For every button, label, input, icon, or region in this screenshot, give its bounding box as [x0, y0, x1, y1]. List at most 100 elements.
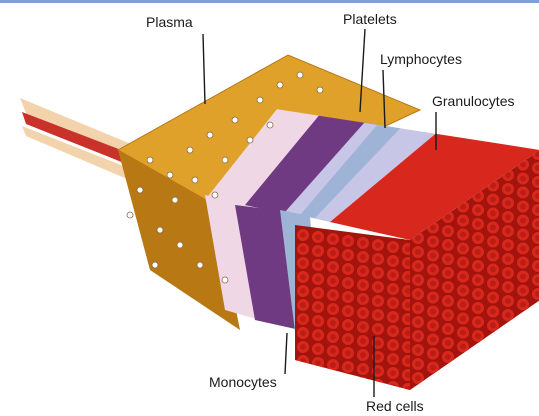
- platelet-dot: [222, 157, 228, 163]
- red-cell-center: [300, 274, 306, 280]
- granulocytes-label: Granulocytes: [432, 93, 514, 109]
- red-cell-center: [490, 239, 496, 245]
- red-cell-center: [520, 288, 526, 294]
- red-cell-center: [415, 235, 421, 241]
- red-cell-center: [430, 323, 436, 329]
- red-cell: [387, 381, 400, 394]
- monocytes-leader-line: [285, 333, 287, 374]
- red-cell-center: [415, 291, 421, 297]
- red-cell-center: [360, 240, 366, 246]
- red-cell-center: [490, 225, 496, 231]
- monocytes-label: Monocytes: [209, 374, 277, 390]
- red-cell-center: [505, 270, 511, 276]
- red-cell-center: [460, 246, 466, 252]
- red-cell-center: [430, 267, 436, 273]
- red-cell-center: [430, 239, 436, 245]
- red-cell-center: [330, 362, 336, 368]
- red-cell-center: [390, 244, 396, 250]
- red-cell-center: [345, 364, 351, 370]
- red-cell-center: [300, 246, 306, 252]
- red-cell-center: [300, 316, 306, 322]
- platelet-dot: [187, 147, 193, 153]
- red-cell-center: [430, 309, 436, 315]
- platelet-dot: [197, 262, 203, 268]
- red-cell-center: [475, 319, 481, 325]
- red-cell-center: [520, 176, 526, 182]
- red-cell-center: [460, 260, 466, 266]
- red-cell-center: [475, 305, 481, 311]
- lymphocytes-label: Lymphocytes: [380, 51, 462, 67]
- red-cell-center: [375, 382, 381, 388]
- red-cell-center: [300, 358, 306, 364]
- red-cell-center: [430, 351, 436, 357]
- red-cell-center: [300, 344, 306, 350]
- platelet-dot: [207, 132, 213, 138]
- red-cell-center: [375, 340, 381, 346]
- red-cell-center: [430, 337, 436, 343]
- platelet-dot: [172, 197, 178, 203]
- red-cell-center: [345, 336, 351, 342]
- red-cell-center: [360, 380, 366, 386]
- red-cell-center: [415, 249, 421, 255]
- red-cell-center: [460, 316, 466, 322]
- red-cell-center: [390, 286, 396, 292]
- red-cell-center: [505, 228, 511, 234]
- plasma-label: Plasma: [146, 14, 193, 30]
- red-cell-center: [330, 320, 336, 326]
- red-cell-center: [445, 270, 451, 276]
- red-cell-center: [375, 270, 381, 276]
- red-cell-center: [300, 232, 306, 238]
- red-cell-center: [360, 310, 366, 316]
- red-cell-center: [345, 238, 351, 244]
- platelet-dot: [157, 227, 163, 233]
- red-cell-center: [330, 236, 336, 242]
- red-cell: [342, 375, 355, 388]
- red-cell-center: [390, 328, 396, 334]
- platelet-dot: [232, 117, 238, 123]
- red-cell-center: [330, 376, 336, 382]
- red-cell-center: [345, 378, 351, 384]
- red-cell-center: [430, 295, 436, 301]
- red-cell-center: [360, 282, 366, 288]
- red-cell-center: [490, 295, 496, 301]
- red-cell-center: [475, 333, 481, 339]
- red-cell-center: [505, 214, 511, 220]
- red-cell-center: [520, 218, 526, 224]
- red-cell-center: [345, 294, 351, 300]
- red-cell-center: [300, 330, 306, 336]
- red-cell-center: [375, 326, 381, 332]
- red-cell-center: [415, 347, 421, 353]
- red-cell-center: [315, 318, 321, 324]
- platelet-dot: [137, 187, 143, 193]
- red-cell-center: [490, 253, 496, 259]
- red-cell-center: [490, 197, 496, 203]
- platelet-dot: [212, 192, 218, 198]
- red-cell-center: [345, 350, 351, 356]
- plasma-leader-line: [203, 34, 205, 104]
- red-cell-center: [360, 338, 366, 344]
- red-cell-center: [505, 186, 511, 192]
- red-cell-center: [460, 344, 466, 350]
- red-cell-center: [375, 312, 381, 318]
- red-cell-center: [315, 262, 321, 268]
- red-cell-center: [490, 211, 496, 217]
- red-cell: [312, 371, 325, 384]
- platelet-dot: [152, 262, 158, 268]
- red-cell: [357, 377, 370, 390]
- red-cell-center: [475, 249, 481, 255]
- red-cell-center: [315, 276, 321, 282]
- red-cell-center: [390, 342, 396, 348]
- red-cell-center: [505, 312, 511, 318]
- red-cell-center: [520, 232, 526, 238]
- red-cell-center: [445, 228, 451, 234]
- red-cell-center: [490, 267, 496, 273]
- red-cell-center: [415, 333, 421, 339]
- red-cell-center: [415, 263, 421, 269]
- red-cell-center: [520, 274, 526, 280]
- red-cell-center: [300, 372, 306, 378]
- red-cell-center: [390, 300, 396, 306]
- red-cell-center: [445, 312, 451, 318]
- red-cell-center: [505, 242, 511, 248]
- red-cell-center: [430, 281, 436, 287]
